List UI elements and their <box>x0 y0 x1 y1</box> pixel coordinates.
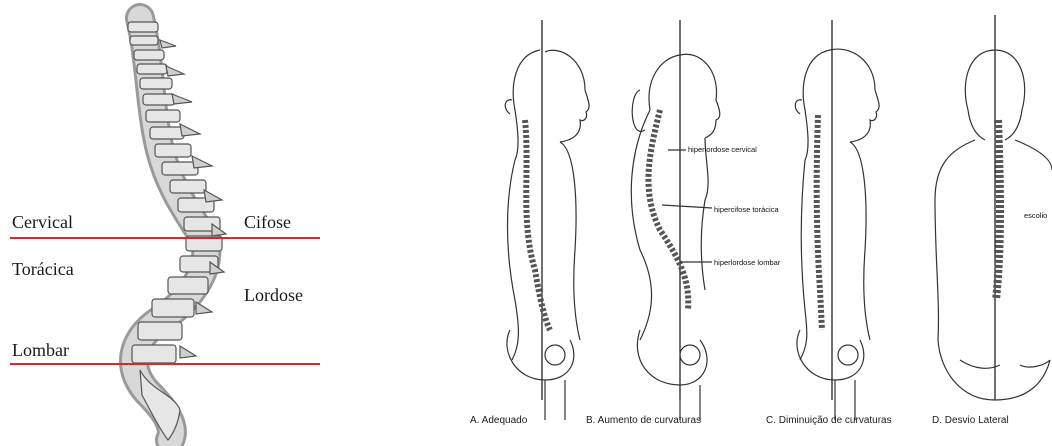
label-cervical: Cervical <box>12 212 73 233</box>
figure-b-aumento <box>631 20 720 420</box>
head-c <box>830 49 879 142</box>
caption-c: C. Diminuição de curvaturas <box>766 415 892 426</box>
annotation-hiperlordose-lombar: hiperlordose lombar <box>714 258 781 267</box>
spine-c <box>817 115 822 330</box>
shoulders-d <box>935 140 1052 200</box>
caption-d: D. Desvio Lateral <box>932 415 1009 426</box>
figure-c-diminuicao <box>795 20 879 420</box>
head-a <box>545 50 589 142</box>
caption-b: B. Aumento de curvaturas <box>586 415 701 426</box>
spine-illustration <box>128 18 226 440</box>
label-lombar: Lombar <box>12 340 69 361</box>
back-b <box>631 110 651 340</box>
pelvis-b <box>637 330 707 385</box>
head-b <box>680 54 720 138</box>
figure-a-adequado <box>505 20 589 420</box>
back-a <box>508 160 519 360</box>
divider-toracica-lombar <box>10 363 320 365</box>
annotation-hipercifose-toracica: hipercifose torácica <box>714 205 779 214</box>
front-c <box>850 142 870 340</box>
annotation-escoliose: escolio <box>1024 211 1047 220</box>
figure-d-desvio-lateral <box>935 15 1052 400</box>
caption-a: A. Adequado <box>470 415 527 426</box>
annotation-hiperlordose-cervical: hiperlordose cervical <box>688 145 757 154</box>
front-a <box>560 142 580 340</box>
vertebrae <box>128 22 222 440</box>
torso-d <box>935 200 1050 400</box>
label-cifose: Cifose <box>244 212 291 233</box>
label-lordose: Lordose <box>244 285 303 306</box>
spine-a <box>525 120 550 330</box>
spine-d <box>996 120 1000 300</box>
back-c <box>800 160 807 360</box>
spine-b <box>648 110 688 310</box>
divider-cervical-toracica <box>10 237 320 239</box>
label-toracica: Torácica <box>12 259 74 280</box>
front-b <box>701 138 708 290</box>
pelvis-a <box>507 330 574 380</box>
